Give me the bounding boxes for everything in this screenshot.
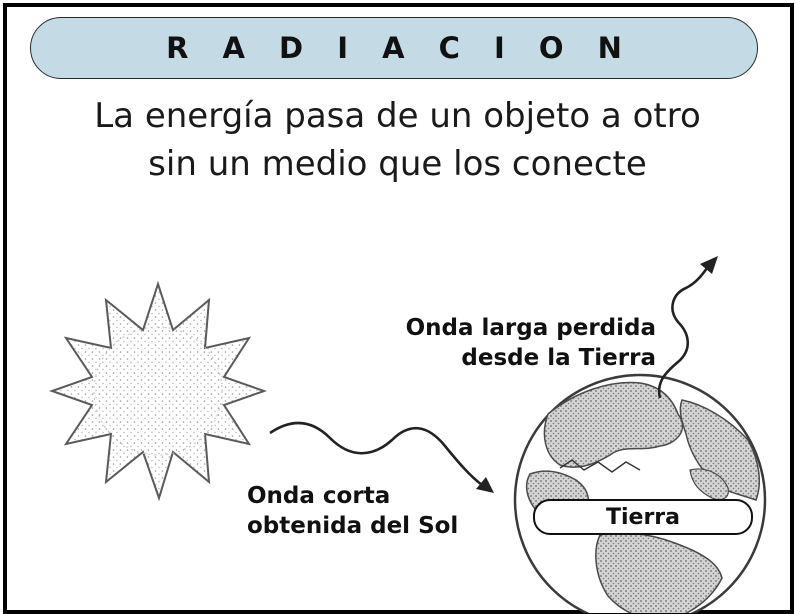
title-banner: R A D I A C I O N <box>30 17 758 79</box>
subtitle: La energía pasa de un objeto a otro sin … <box>0 92 795 188</box>
longwave-label-line-1: Onda larga perdida <box>405 315 656 341</box>
shortwave-label-line-1: Onda corta <box>247 483 391 509</box>
subtitle-line-1: La energía pasa de un objeto a otro <box>94 96 701 136</box>
earth-globe-icon <box>513 373 767 613</box>
longwave-label: Onda larga perdida desde la Tierra <box>378 313 656 373</box>
longwave-arrow-icon <box>657 256 718 399</box>
longwave-label-line-2: desde la Tierra <box>461 345 656 371</box>
earth-label: Tierra <box>533 499 753 535</box>
page-title: R A D I A C I O N <box>166 31 634 65</box>
sun-icon <box>48 280 268 502</box>
subtitle-line-2: sin un medio que los conecte <box>148 144 647 184</box>
shortwave-label-line-2: obtenida del Sol <box>247 513 459 539</box>
shortwave-label: Onda corta obtenida del Sol <box>247 481 458 541</box>
shortwave-arrow-icon <box>269 421 494 493</box>
